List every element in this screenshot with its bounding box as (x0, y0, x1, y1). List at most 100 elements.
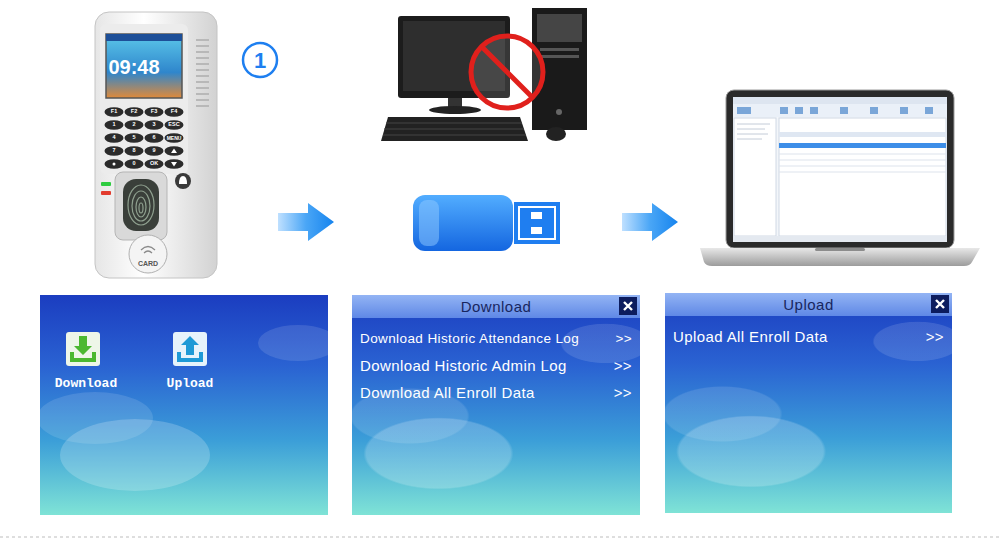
key-label: 8 (132, 148, 135, 154)
laptop-software (779, 154, 946, 155)
icon-button: Download (53, 376, 120, 393)
laptop-software (779, 143, 946, 148)
key-label: ESC (168, 122, 179, 128)
fingerprint-device (128, 185, 154, 225)
fingerprint-device (132, 191, 150, 221)
key-label: 1 (112, 122, 115, 128)
divider-line (0, 537, 1000, 538)
callout-number: 1 (254, 50, 266, 72)
key-label: MENU (167, 136, 182, 141)
laptop-software (815, 248, 865, 251)
laptop-software (737, 107, 933, 114)
chevron-mark: >> (614, 357, 632, 374)
key-label: OK (150, 161, 158, 167)
desktop-computer (429, 106, 481, 114)
title-bar: Download (352, 295, 640, 318)
key-label: 4 (112, 135, 115, 141)
desktop-computer (556, 109, 562, 115)
laptop-software (870, 107, 878, 114)
desktop-computer (546, 127, 566, 141)
fingerprint-device (196, 87, 209, 89)
desktop-computer (386, 123, 522, 124)
fingerprint-device (100, 24, 188, 174)
laptop-software (733, 97, 947, 242)
fingerprint-device (113, 163, 116, 166)
keypad (165, 107, 184, 117)
menu-item-text: Download All Enroll Data (360, 384, 535, 401)
close-button (624, 302, 632, 310)
usb-drive (519, 207, 555, 239)
menu-screen (74, 336, 92, 355)
fingerprint-device (175, 173, 191, 189)
desktop-computer (537, 14, 582, 42)
usb-drive (419, 200, 439, 246)
keypad (105, 107, 124, 117)
keypad (145, 107, 164, 117)
laptop-software (734, 118, 776, 236)
panel-title: Upload (665, 293, 952, 316)
usb-drive (413, 195, 513, 251)
fingerprint-device (106, 34, 182, 98)
desktop-computer (381, 117, 528, 141)
icon-label: Download (55, 376, 117, 391)
laptop-software (840, 107, 848, 114)
key-label: 0 (132, 161, 135, 167)
menu-screen (40, 325, 328, 491)
flow-arrow (278, 203, 334, 241)
laptop-software (733, 236, 947, 242)
menu-item: Download All Enroll Data >> (358, 380, 634, 404)
fingerprint-device (123, 179, 159, 231)
fingerprint-device (179, 176, 187, 184)
fingerprint-device (196, 57, 209, 59)
menu-screen (258, 325, 328, 361)
fingerprint-device (95, 12, 217, 278)
fingerprint-device (101, 191, 111, 195)
key-label: 6 (152, 135, 155, 141)
fingerprint-device (196, 81, 209, 83)
menu-screen (37, 295, 338, 515)
fingerprint-device (196, 99, 209, 101)
keypad (165, 159, 184, 169)
fingerprint-device (106, 34, 182, 41)
fingerprint-device (101, 182, 111, 186)
keypad (145, 146, 164, 156)
keypad (125, 120, 144, 130)
chevron-mark: >> (615, 331, 632, 346)
screen-panel: DownloadDownload Historic Attendance Log… (352, 295, 640, 515)
fingerprint-device (196, 39, 209, 41)
laptop-software (737, 107, 751, 114)
key-label: 2 (132, 122, 135, 128)
laptop-software (925, 107, 933, 114)
fingerprint-device (115, 172, 167, 240)
keypad (105, 159, 124, 169)
keypad (105, 120, 124, 130)
keypad (125, 146, 144, 156)
desktop-computer (540, 48, 579, 51)
fingerprint-device (139, 203, 143, 213)
laptop-software (700, 248, 980, 266)
key-label: F1 (111, 109, 117, 115)
keypad (145, 159, 164, 169)
usb-drive (413, 195, 560, 251)
chevron-mark: >> (614, 384, 632, 401)
key-label: F4 (171, 109, 177, 115)
laptop-software (737, 134, 768, 135)
fingerprint-device (196, 40, 209, 106)
menu-screen (181, 336, 199, 355)
card-reader-label: CARD (138, 260, 158, 267)
menu-item-text: Download Historic Attendance Log (360, 331, 579, 346)
desktop-computer (383, 123, 526, 135)
keypad (105, 133, 124, 143)
key-label: 3 (152, 122, 155, 128)
keypad (105, 107, 184, 169)
laptop-software (737, 124, 770, 139)
menu-item-text: Download Historic Admin Log (360, 357, 567, 374)
laptop-software (733, 104, 947, 117)
menu-item: Download Historic Admin Log >> (358, 353, 634, 377)
key-label: 7 (112, 148, 115, 154)
laptop-software (700, 90, 980, 266)
fingerprint-device (136, 197, 146, 217)
